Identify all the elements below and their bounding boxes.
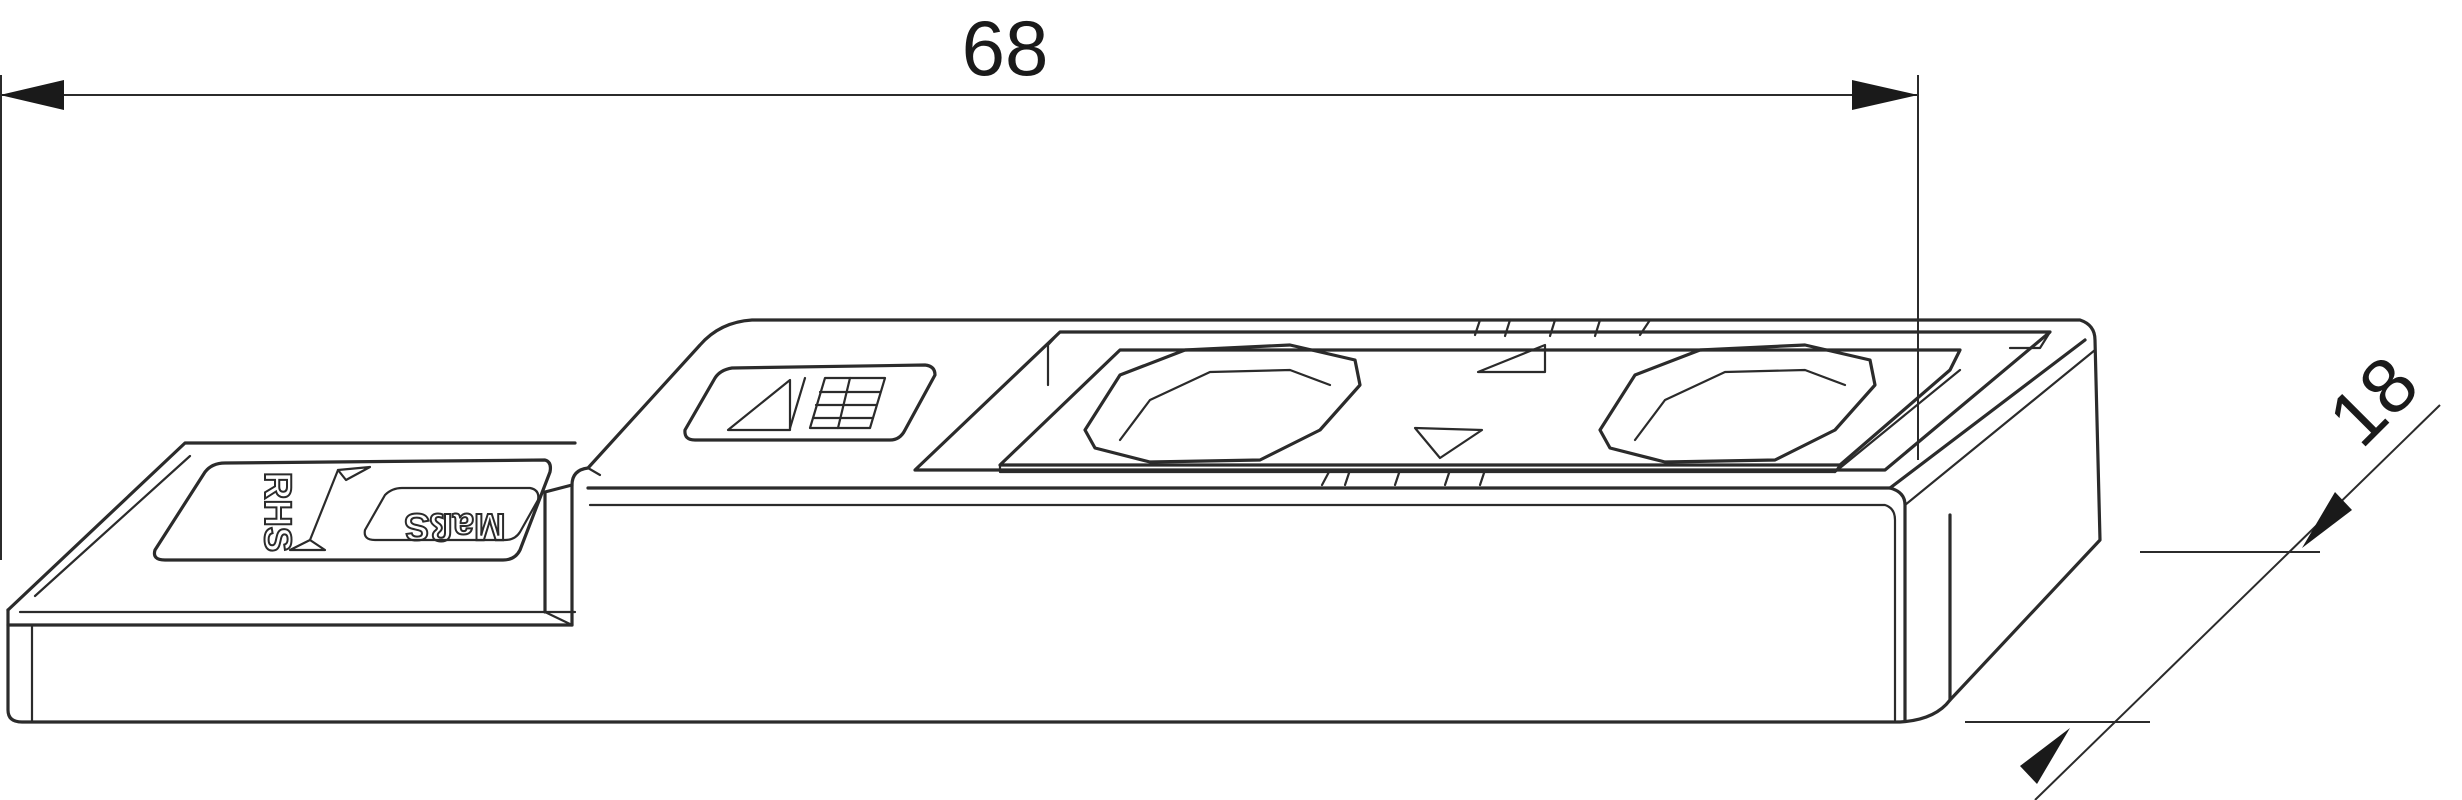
top-rib-divider-2 (1548, 318, 1557, 338)
bottom-rib-divider-3 (1443, 468, 1452, 487)
marking-direction-arrowhead-top (336, 465, 372, 482)
width-arrow-top (2302, 492, 2352, 548)
insert-plate-right-edge (1833, 368, 1962, 474)
lower-step-front-edge (6, 608, 574, 627)
length-dimension: 68 (0, 4, 1919, 560)
lower-step-inner-bevel (33, 454, 192, 598)
raised-block-right-bevel (1903, 348, 2097, 507)
width-dimension-value: 18 (2311, 339, 2435, 463)
length-dimension-value: 68 (962, 4, 1049, 92)
marking-direction-arrow-line (308, 468, 340, 542)
lower-step-top-edge (6, 441, 577, 612)
screw-hole-right (1598, 343, 1877, 464)
top-rib-group (1473, 318, 1652, 337)
length-arrow-right (1852, 80, 1918, 110)
direction-triangle-upper (1476, 343, 1547, 374)
raised-block-step-face (543, 483, 574, 614)
bottom-rib-divider-1 (1343, 468, 1352, 487)
raised-block-step-bottom (543, 610, 574, 627)
marking-direction-arrowhead-bottom (288, 538, 327, 552)
raised-block-right-top-edge (1888, 338, 2087, 490)
pocket-outline (913, 330, 2052, 472)
logo-grid-icon (808, 376, 887, 430)
marking-label-right: MaßS (404, 505, 505, 547)
marking-label-box (363, 486, 540, 542)
front-face-outline (6, 513, 1952, 724)
keeper-part: RHS MaßS (6, 318, 2102, 724)
raised-block-front-top-edge (586, 486, 1907, 722)
width-dimension: 18 (1965, 339, 2441, 800)
length-arrow-left (0, 80, 64, 110)
pocket-left-wall (1046, 330, 1062, 387)
raised-block-outline (570, 318, 2102, 702)
top-rib-divider-1 (1503, 318, 1512, 338)
width-arrow-bottom (2020, 728, 2070, 784)
screw-hole-left (1083, 343, 1362, 464)
pocket-right-wall (2008, 330, 2052, 350)
width-dimension-line (2034, 404, 2441, 800)
bottom-rib-group (1320, 468, 1487, 487)
raised-block-corner (586, 466, 602, 477)
logo-triangle-icon (726, 378, 792, 432)
bottom-rib-divider-2 (1393, 468, 1402, 487)
insert-plate-outline (998, 348, 1962, 467)
direction-triangle-lower (1413, 426, 1484, 460)
brand-logo-badge (683, 363, 937, 442)
marking-label-left: RHS (256, 472, 298, 552)
logo-bar-icon (788, 376, 807, 430)
top-rib-divider-3 (1593, 318, 1602, 338)
insert-plate-front-edge (998, 463, 1842, 474)
marking-plate: RHS MaßS (152, 458, 553, 562)
raised-block-front-bevel (588, 503, 1897, 722)
